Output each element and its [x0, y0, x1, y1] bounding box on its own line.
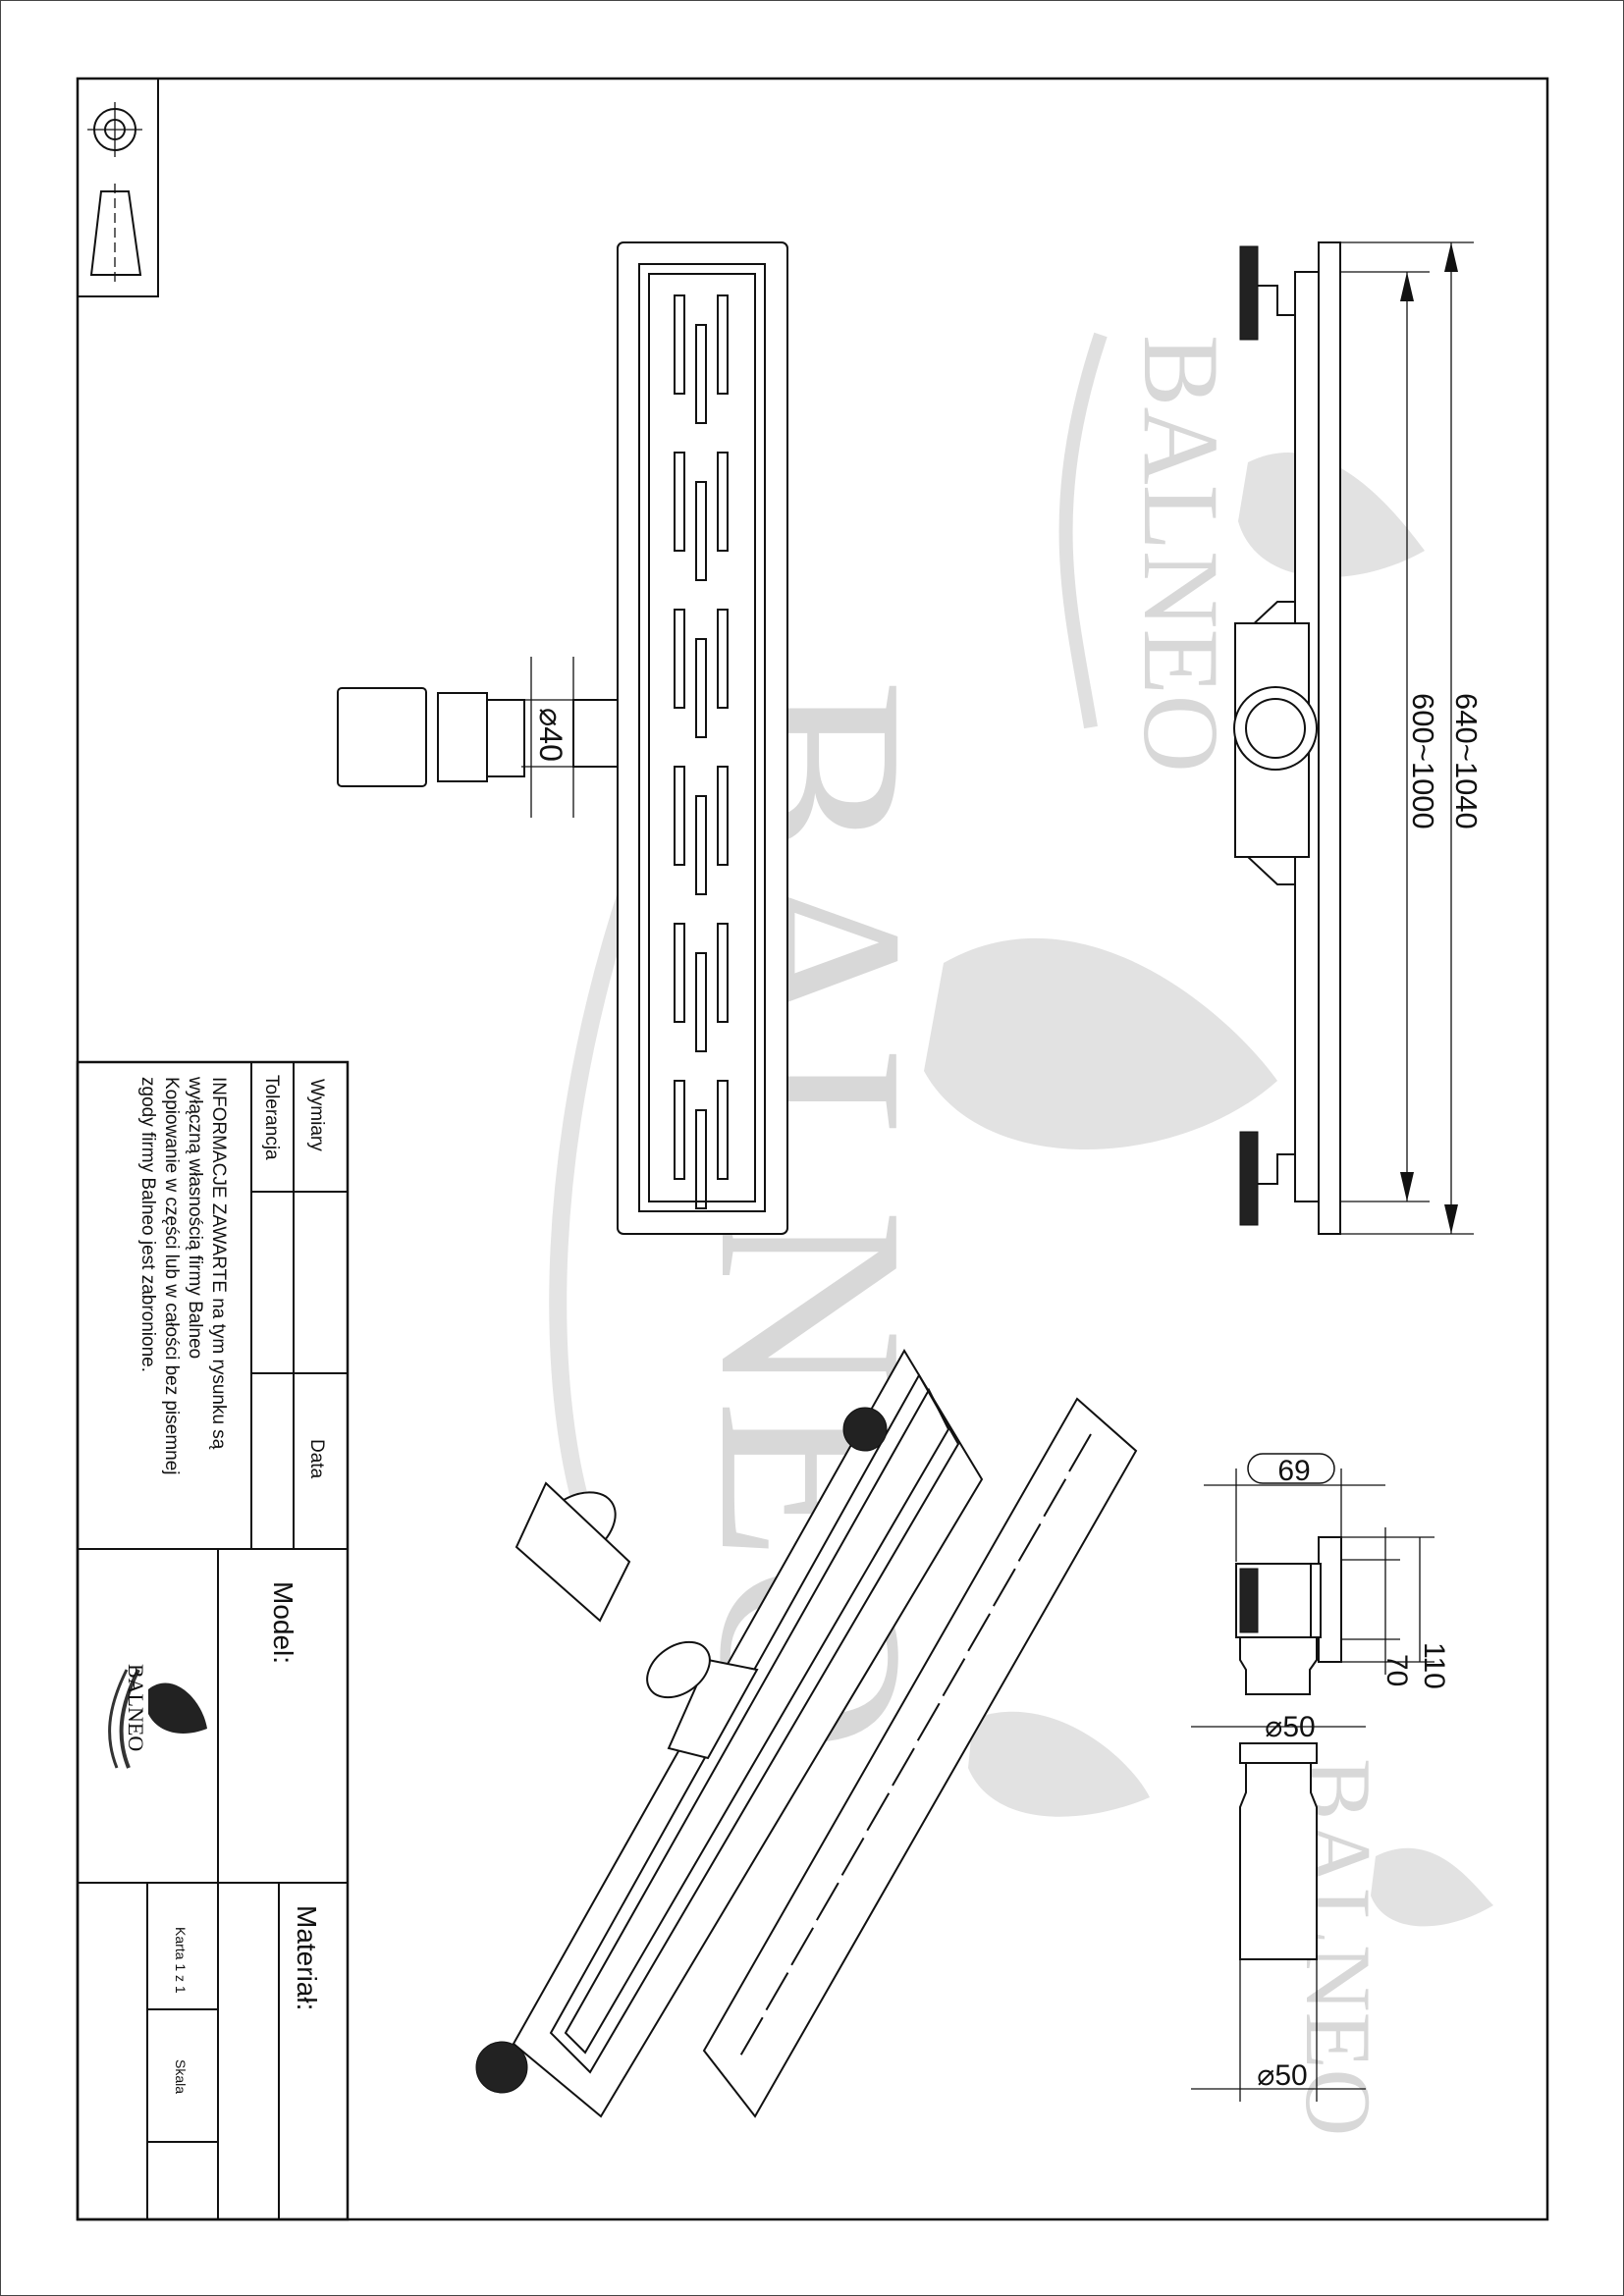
grate-slot: [866, 1792, 891, 1832]
grate-slot: [916, 1702, 941, 1741]
drain-channel: [512, 1349, 984, 2118]
grate-slot: [992, 1568, 1016, 1607]
leveling-foot-icon: [842, 1407, 888, 1452]
grate-slot: [674, 452, 685, 552]
grate-slot: [717, 609, 729, 709]
logo-leaf-icon: [148, 1682, 207, 1734]
grate-slot: [695, 952, 707, 1052]
grate-slot: [840, 1837, 865, 1876]
grate-slot: [674, 294, 685, 395]
grate-slot: [942, 1658, 966, 1697]
grate-slot: [1017, 1522, 1042, 1562]
info-line-3: Kopiowanie w części lub w całości bez pi…: [161, 1077, 182, 1475]
grate-slot: [674, 1080, 685, 1180]
info-line-1: INFORMACJE ZAWARTE na tym rysunku są: [208, 1077, 229, 1450]
grate-slot: [892, 1747, 915, 1787]
isometric-view: [475, 1349, 1138, 2118]
grate-slot: [1068, 1433, 1092, 1472]
grate-slot: [717, 1080, 729, 1180]
watermark-leaf-icon: [1371, 1847, 1493, 1927]
balneo-logo: BALNEO: [108, 1664, 207, 1769]
data-label: Data: [306, 1439, 327, 1479]
leveling-foot-icon: [1239, 1568, 1259, 1633]
dim-total-height: 110: [1418, 1642, 1450, 1689]
grate-slot: [674, 766, 685, 866]
info-line-4: zgody firmy Balneo jest zabronione.: [137, 1077, 158, 1372]
grate-slot: [674, 609, 685, 709]
side-view: 640~1040 600~1000: [1233, 241, 1484, 1235]
grate-slot: [695, 324, 707, 424]
dim-pipe-diameter-2: ⌀50: [1257, 2059, 1307, 2092]
grate-slot: [717, 294, 729, 395]
dim-overall-length: 640~1040: [1449, 693, 1484, 829]
grate-slot: [674, 923, 685, 1023]
scale-label: Skala: [173, 2059, 189, 2094]
grate-slot: [967, 1613, 992, 1652]
leveling-foot-icon: [475, 2041, 528, 2094]
grate: [702, 1397, 1138, 2118]
info-line-2: wyłączną własnością firmy Balneo: [185, 1076, 205, 1359]
model-label: Model:: [268, 1581, 298, 1664]
grate-slot: [815, 1882, 839, 1921]
material-label: Materiał:: [292, 1905, 322, 2010]
leveling-foot-icon: [1239, 245, 1259, 341]
watermark-leaf-icon: [924, 937, 1277, 1149]
grate-slot: [695, 1109, 707, 1209]
projection-symbol: [77, 78, 159, 297]
grate-slot: [717, 766, 729, 866]
grate-slot: [790, 1927, 815, 1966]
dim-width: 69: [1277, 1455, 1310, 1487]
dim-body-height: 70: [1380, 1654, 1413, 1686]
outlet-pipe: [572, 699, 619, 768]
sheet-number-label: Karta 1 z 1: [173, 1927, 189, 1994]
grate-slot: [717, 923, 729, 1023]
dim-outlet-diameter: ⌀40: [533, 708, 568, 762]
watermark-leaf-icon: [968, 1711, 1150, 1817]
grate-slot: [695, 481, 707, 581]
grate-slot: [1043, 1478, 1067, 1518]
top-view: ⌀40: [337, 241, 788, 1235]
end-view: 69 70 110 ⌀50 ⌀50: [1191, 1453, 1450, 2102]
dim-grate-length: 600~1000: [1406, 693, 1440, 829]
wymiary-label: Wymiary: [306, 1079, 327, 1151]
grate-slot: [695, 795, 707, 895]
grate-slot: [739, 2016, 764, 2056]
tolerancja-label: Tolerancja: [261, 1075, 282, 1160]
logo-text: BALNEO: [124, 1664, 148, 1751]
grate-slot: [765, 1972, 789, 2011]
cone-view-icon: [89, 190, 142, 276]
leveling-foot-icon: [1239, 1131, 1259, 1226]
grate-slot: [717, 452, 729, 552]
dim-pipe-diameter-1: ⌀50: [1265, 1711, 1315, 1743]
title-block: Wymiary Tolerancja Data INFORMACJE ZAWAR…: [76, 1060, 350, 2221]
watermark-text-small: BALNEO: [1121, 335, 1241, 773]
grate-slot: [695, 638, 707, 738]
